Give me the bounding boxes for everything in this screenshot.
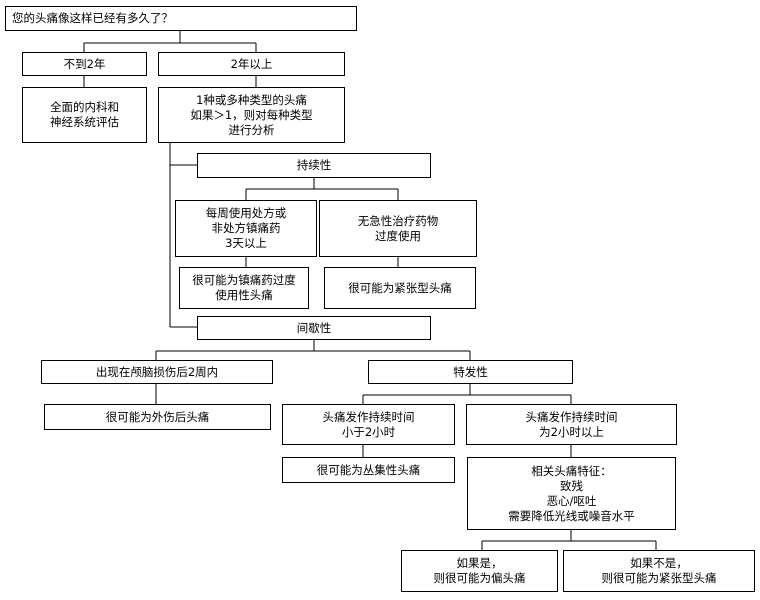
more-than-2-years-text: 2年以上	[230, 56, 273, 71]
no-overuse-line-1: 无急性治疗药物	[357, 213, 439, 228]
evaluation-box: 全面的内科和 神经系统评估	[22, 87, 147, 143]
over-2-hours-box: 头痛发作持续时间 为2小时以上	[466, 404, 677, 445]
evaluation-line-2: 神经系统评估	[50, 115, 119, 129]
over-2-hours-line-1: 头痛发作持续时间	[525, 409, 618, 424]
under-2-hours-line-2: 小于2小时	[341, 424, 396, 439]
no-overuse-line-2: 过度使用	[375, 228, 421, 243]
under-2-hours-box: 头痛发作持续时间 小于2小时	[282, 404, 455, 445]
weekly-analgesic-box: 每周使用处方或 非处方镇痛药 3天以上	[175, 200, 317, 257]
tension-headache-box-1: 很可能为紧张型头痛	[324, 267, 476, 309]
medication-overuse-headache-box: 很可能为镇痛药过度 使用性头痛	[179, 267, 309, 309]
features-line-1: 相关头痛特征：	[531, 463, 612, 478]
features-line-3: 恶心/呕吐	[546, 493, 597, 508]
intermittent-box: 间歇性	[197, 316, 431, 340]
weekly-analgesic-line-1: 每周使用处方或	[205, 206, 287, 220]
post-trauma-box: 出现在颅脑损伤后2周内	[41, 360, 273, 384]
headache-types-line-3: 进行分析	[228, 122, 275, 137]
less-than-2-years-box: 不到2年	[22, 52, 147, 76]
post-traumatic-headache-text: 很可能为外伤后头痛	[105, 409, 210, 424]
persistent-text: 持续性	[296, 158, 332, 172]
weekly-analgesic-line-3: 3天以上	[225, 236, 267, 250]
medication-overuse-line-2: 使用性头痛	[215, 288, 273, 302]
tension-headache-line-1: 如果不是，	[630, 556, 688, 570]
features-line-4: 需要降低光线或噪音水平	[508, 508, 635, 523]
over-2-hours-line-2: 为2小时以上	[539, 424, 604, 439]
migraine-line-1: 如果是，	[456, 556, 503, 570]
more-than-2-years-box: 2年以上	[158, 52, 345, 76]
no-overuse-box: 无急性治疗药物 过度使用	[319, 200, 477, 257]
idiopathic-box: 特发性	[368, 360, 573, 384]
evaluation-line-1: 全面的内科和	[50, 100, 119, 114]
post-traumatic-headache-box: 很可能为外伤后头痛	[44, 404, 271, 430]
associated-features-box: 相关头痛特征： 致残 恶心/呕吐 需要降低光线或噪音水平	[467, 457, 676, 530]
headache-types-line-1: 1种或多种类型的头痛	[196, 92, 307, 107]
tension-headache-text-1: 很可能为紧张型头痛	[348, 280, 452, 295]
idiopathic-text: 特发性	[453, 364, 488, 379]
intermittent-text: 间歇性	[296, 320, 332, 335]
migraine-box: 如果是， 则很可能为偏头痛	[401, 550, 558, 592]
medication-overuse-line-1: 很可能为镇痛药过度	[192, 273, 296, 287]
cluster-headache-box: 很可能为丛集性头痛	[282, 457, 455, 483]
tension-headache-box-2: 如果不是， 则很可能为紧张型头痛	[563, 550, 755, 592]
headache-types-line-2: 如果＞1，则对每种类型	[190, 107, 313, 122]
less-than-2-years-text: 不到2年	[63, 56, 106, 71]
persistent-box: 持续性	[197, 153, 431, 178]
under-2-hours-line-1: 头痛发作持续时间	[322, 409, 415, 424]
post-trauma-text: 出现在颅脑损伤后2周内	[95, 364, 219, 379]
question-duration-text: 您的头痛像这样已经有多久了？	[12, 11, 173, 25]
headache-types-box: 1种或多种类型的头痛 如果＞1，则对每种类型 进行分析	[158, 87, 345, 143]
migraine-line-2: 则很可能为偏头痛	[433, 571, 526, 585]
question-duration-box: 您的头痛像这样已经有多久了？	[5, 6, 357, 31]
cluster-headache-text: 很可能为丛集性头痛	[316, 462, 421, 477]
weekly-analgesic-line-2: 非处方镇痛药	[211, 221, 281, 235]
tension-headache-line-2: 则很可能为紧张型头痛	[601, 571, 717, 585]
features-line-2: 致残	[560, 478, 583, 493]
